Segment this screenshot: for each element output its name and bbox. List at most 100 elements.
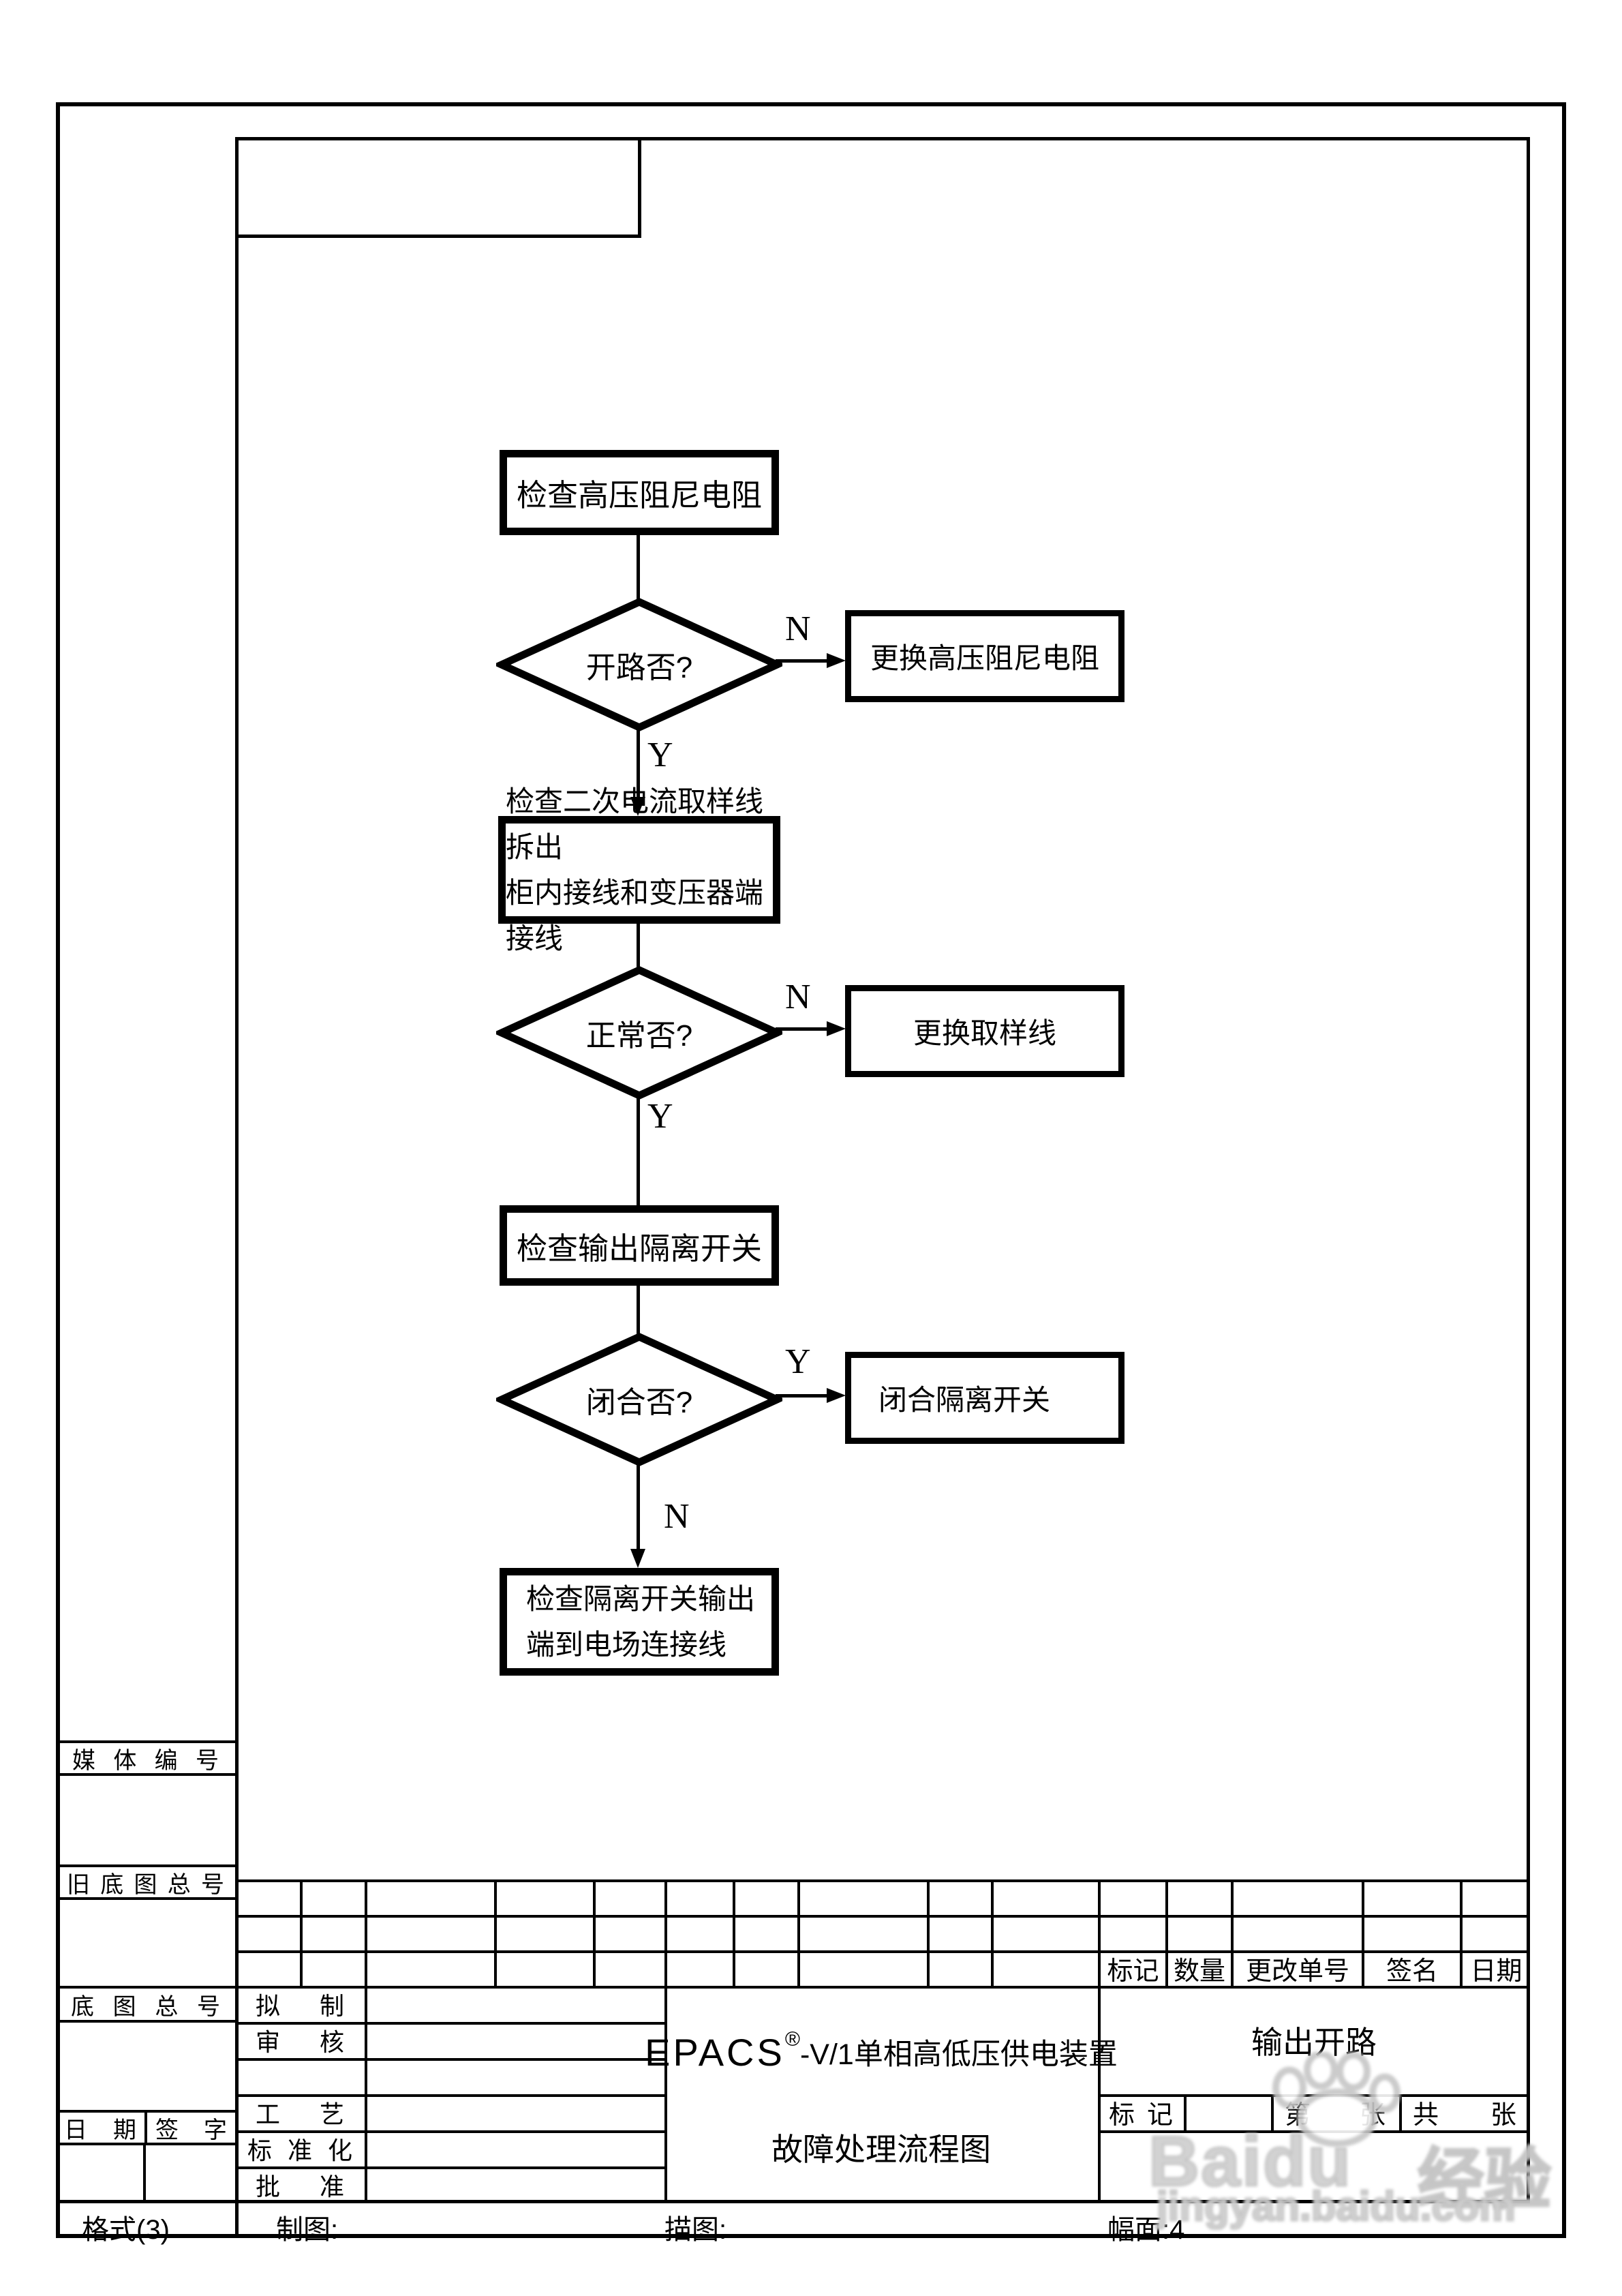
decision-open-circuit	[492, 596, 786, 733]
grid-line	[664, 1986, 667, 2203]
grid-line	[235, 1950, 1530, 1953]
inner-frame-top	[235, 137, 1530, 140]
baidu-paw-icon	[1266, 2050, 1409, 2151]
staff-label: 标准化	[247, 2136, 352, 2164]
grid-line	[1098, 1879, 1101, 1989]
grid-line	[733, 1879, 735, 1989]
grid-line	[1362, 1879, 1364, 1989]
drawing-title-line1: EPACS®-V/1单相高低压供电装置	[645, 2018, 1118, 2086]
decision-label: 开路否?	[585, 651, 693, 684]
action-replace-hv-damping-resistor: 更换高压阻尼电阻	[845, 610, 1124, 702]
grid-line	[1184, 2094, 1187, 2133]
connector-line	[637, 1461, 640, 1551]
grid-line	[235, 1879, 1530, 1882]
trace-label: 描图:	[664, 2215, 727, 2245]
grid-line	[664, 1879, 667, 1989]
connector-line	[637, 726, 640, 799]
old-base-number-label: 旧底图总号	[67, 1871, 224, 1898]
grid-line	[235, 1986, 1530, 1989]
grid-line	[1231, 1879, 1234, 1989]
grid-line	[365, 1986, 367, 2203]
format-label: 格式(3)	[82, 2215, 170, 2245]
mark-right: 记	[1146, 2101, 1173, 2130]
media-number-block: 媒体编号	[56, 1740, 235, 1776]
inner-frame-left	[235, 137, 239, 2238]
diamond-shape-icon	[492, 1332, 786, 1467]
old-base-number-block: 旧底图总号	[56, 1864, 235, 1900]
staff-row-draft: 拟制	[235, 1986, 365, 2022]
connector-line	[637, 1286, 640, 1341]
grid-line	[235, 2130, 664, 2133]
rev-header-mark: 标记	[1107, 1957, 1159, 1986]
media-number-label: 媒体编号	[72, 1747, 219, 1774]
process-check-isolator-to-field-wiring: 检查隔离开关输出 端到电场连接线	[500, 1568, 779, 1676]
registered-mark-icon: ®	[784, 2028, 800, 2051]
grid-line	[235, 2022, 664, 2025]
staff-label: 工艺	[256, 2100, 344, 2128]
watermark-brand-cn: 经验	[1416, 2141, 1552, 2218]
arrowhead-right-icon	[827, 1388, 846, 1403]
process-check-output-isolator: 检查输出隔离开关	[500, 1205, 779, 1286]
grid-line	[494, 1879, 497, 1989]
diamond-shape-icon	[492, 597, 786, 732]
rev-header-qty: 数量	[1173, 1957, 1225, 1986]
title-latin: EPACS	[645, 2030, 785, 2074]
grid-line	[593, 1879, 596, 1989]
watermark-brand: Baidu	[1148, 2121, 1352, 2203]
process-check-hv-damping-resistor: 检查高压阻尼电阻	[500, 450, 779, 535]
branch-yes-label: Y	[785, 1342, 811, 1381]
arrowhead-down-icon	[630, 1549, 645, 1568]
grid-line	[235, 2058, 664, 2061]
base-number-block: 底图总号	[56, 1986, 235, 2023]
decision-closed	[492, 1331, 786, 1468]
sign-label: 签字	[144, 2111, 235, 2145]
action-label: 更换取样线	[913, 1017, 1056, 1049]
grid-line	[1165, 1879, 1168, 1989]
process-label: 检查高压阻尼电阻	[516, 478, 762, 513]
grid-line	[300, 1879, 303, 1989]
grid-line	[235, 2166, 664, 2169]
rev-header-date: 日期	[1470, 1957, 1522, 1986]
process-label-line2: 端到电场连接线	[526, 1629, 727, 1661]
total-right: 张	[1490, 2101, 1516, 2130]
connector-line	[776, 1027, 829, 1031]
grid-line	[927, 1879, 930, 1989]
branch-yes-label: Y	[647, 736, 673, 774]
process-label: 检查输出隔离开关	[516, 1230, 762, 1266]
staff-row-process: 工艺	[235, 2094, 365, 2130]
grid-line	[1460, 1879, 1463, 1989]
top-left-box-right	[638, 137, 641, 238]
connector-line	[637, 1094, 640, 1208]
staff-row-standardization: 标准化	[235, 2130, 365, 2166]
base-number-label: 底图总号	[71, 1993, 220, 2020]
branch-no-label: N	[785, 609, 811, 648]
total-left: 共	[1413, 2101, 1439, 2130]
arrowhead-right-icon	[827, 653, 846, 668]
decision-normal	[492, 965, 786, 1101]
connector-line	[776, 659, 829, 663]
grid-line	[1399, 2094, 1402, 2133]
action-replace-sampling-wire: 更换取样线	[845, 985, 1124, 1077]
connector-line	[637, 535, 640, 607]
branch-yes-label: Y	[647, 1097, 673, 1136]
action-label: 闭合隔离开关	[878, 1384, 1051, 1416]
diamond-shape-icon	[492, 965, 786, 1100]
grid-line	[143, 2145, 146, 2200]
outer-border	[56, 102, 1566, 2238]
grid-line	[365, 1879, 367, 1989]
grid-line	[1098, 1986, 1101, 2203]
staff-row-review: 审核	[235, 2022, 365, 2058]
drawing-title-line2: 故障处理流程图	[771, 2132, 991, 2167]
staff-label: 批准	[256, 2172, 344, 2201]
process-check-sampling-wire: 检查二次电流取样线拆出 柜内接线和变压器端接线	[498, 785, 780, 954]
size-label: 幅面:4	[1107, 2215, 1185, 2245]
grid-line	[1271, 2094, 1274, 2133]
date-label: 日期	[64, 2117, 136, 2143]
rev-header-doc: 更改单号	[1245, 1957, 1349, 1986]
grid-line	[797, 1879, 800, 1989]
grid-line	[991, 1879, 994, 1989]
inner-frame-right	[1527, 137, 1530, 2203]
arrowhead-right-icon	[827, 1021, 846, 1036]
sheet-mark-cell: 标 记	[1098, 2094, 1184, 2130]
